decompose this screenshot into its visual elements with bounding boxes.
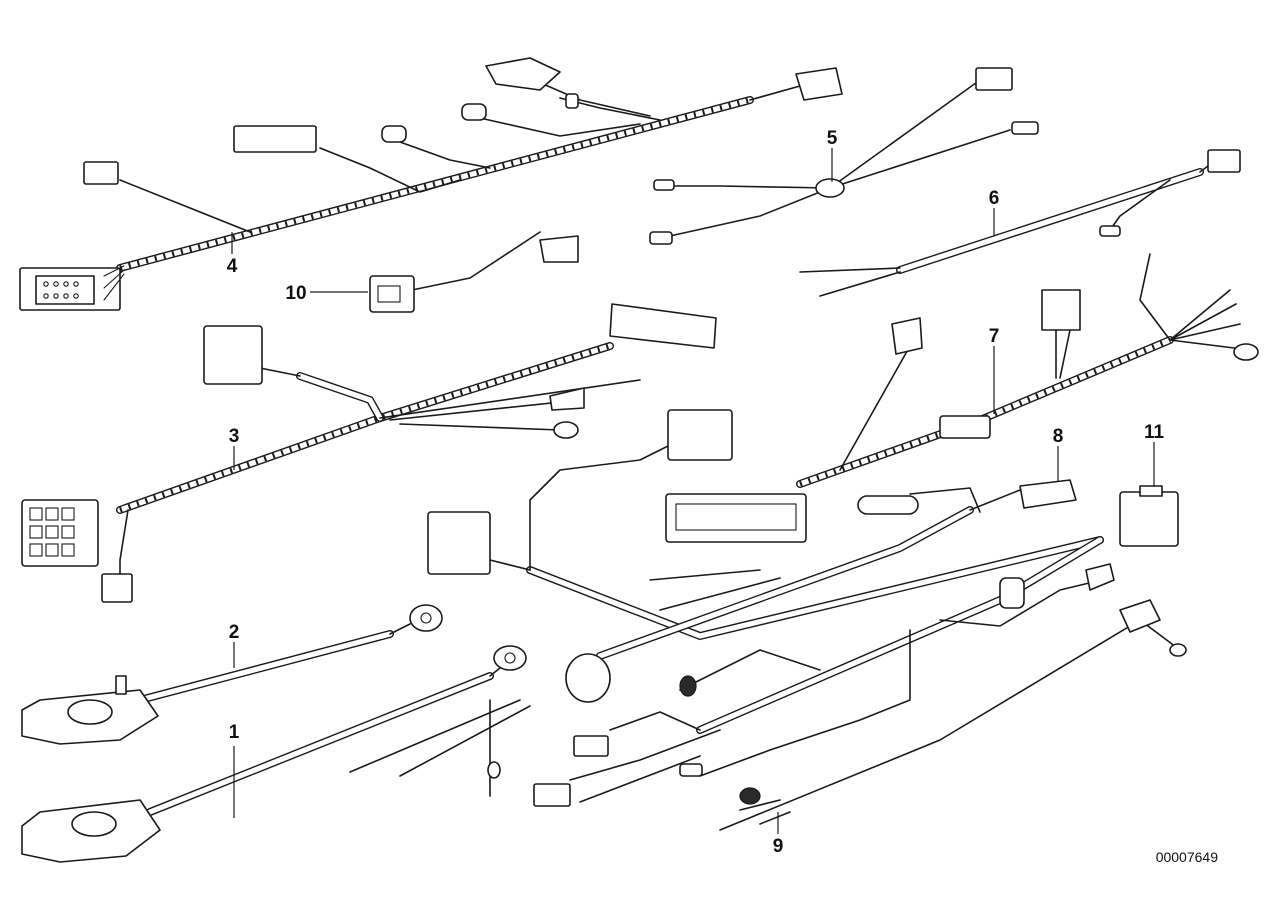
callout-8: 8	[1053, 426, 1064, 447]
callout-11: 11	[1144, 422, 1165, 443]
callout-4: 4	[227, 256, 238, 277]
callout-10: 10	[285, 283, 306, 304]
callout-7: 7	[989, 326, 1000, 347]
central-harness	[349, 409, 1187, 831]
part-4-main-harness	[19, 57, 843, 311]
part-6-harness	[799, 149, 1241, 297]
part-2-battery-cable	[21, 604, 443, 745]
callout-3: 3	[229, 426, 240, 447]
reference-number: 00007649	[1156, 849, 1219, 865]
callout-leaders	[231, 148, 1155, 834]
callout-1: 1	[229, 722, 240, 743]
callout-labels: 1 2 3 4 5 6 7 8 9 10 11	[227, 128, 1165, 857]
part-5-harness	[649, 67, 1039, 245]
part-1-battery-cable	[21, 645, 527, 863]
part-7-harness	[665, 253, 1259, 543]
callout-9: 9	[773, 836, 784, 857]
part-10-harness	[369, 231, 579, 313]
callout-5: 5	[827, 128, 838, 149]
part-3-harness	[21, 303, 717, 603]
callout-2: 2	[229, 622, 240, 643]
callout-6: 6	[989, 188, 1000, 209]
